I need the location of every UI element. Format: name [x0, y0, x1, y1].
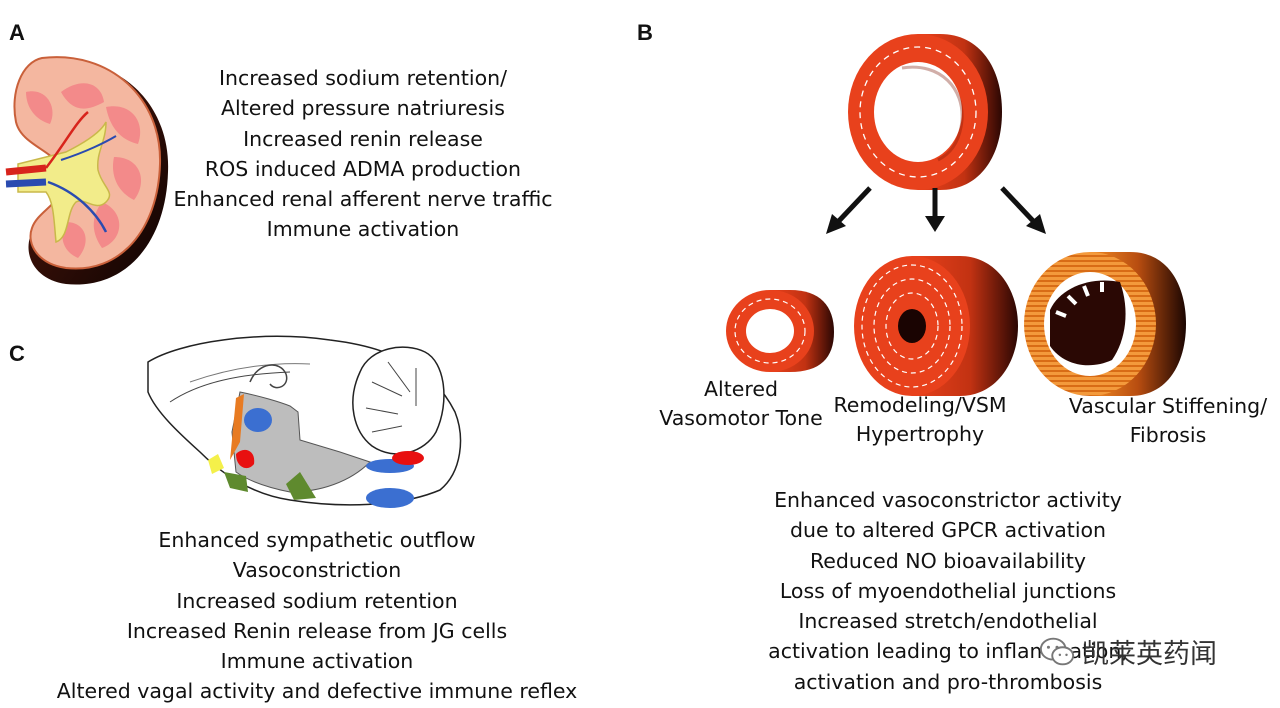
- panel-c-line: Altered vagal activity and defective imm…: [56, 679, 578, 704]
- panel-c-text: Enhanced sympathetic outflow Vasoconstri…: [55, 525, 579, 707]
- watermark: 凯莱英药闻: [1038, 632, 1217, 671]
- panel-b-line: activation and pro-thrombosis: [793, 669, 1103, 694]
- vessel-diagram: [726, 34, 1186, 396]
- panel-c-line: Enhanced sympathetic outflow: [158, 528, 476, 552]
- panel-b-text: Enhanced vasoconstrictor activity due to…: [750, 485, 1146, 697]
- panel-b-line: due to altered GPCR activation: [789, 518, 1107, 543]
- brain-illustration: [147, 335, 462, 508]
- panel-a-text: Increased sodium retention/ Altered pres…: [170, 63, 556, 245]
- panel-c-line: Vasoconstriction: [232, 558, 402, 583]
- panel-b-line: Reduced NO bioavailability: [809, 548, 1087, 573]
- normal-vessel: [848, 34, 1002, 190]
- arrow-center: [925, 188, 945, 232]
- panel-a-line: Increased sodium retention/: [218, 66, 508, 90]
- panel-b-line: Loss of myoendothelial junctions: [779, 578, 1117, 603]
- arrow-left: [826, 186, 872, 234]
- watermark-text: 凯莱英药闻: [1082, 639, 1217, 670]
- panel-b-line: Increased stretch/endothelial: [798, 609, 1098, 634]
- panel-b-line: Enhanced vasoconstrictor activity: [774, 488, 1122, 512]
- panel-c-line: Immune activation: [220, 649, 414, 674]
- panel-c-line: Increased Renin release from JG cells: [126, 618, 508, 643]
- wechat-icon: [1039, 637, 1075, 665]
- vasomotor-vessel: [726, 290, 834, 372]
- panel-a-line: Altered pressure natriuresis: [221, 96, 505, 121]
- label-stiffening: Vascular Stiffening/ Fibrosis: [1068, 394, 1268, 447]
- panel-c-letter: C: [9, 341, 25, 366]
- panel-a-line: Immune activation: [266, 217, 460, 242]
- fibrosis-vessel: [1024, 252, 1186, 396]
- panel-a-line: ROS induced ADMA production: [204, 156, 522, 181]
- panel-b-letter: B: [637, 20, 653, 45]
- panel-a-line: Enhanced renal afferent nerve traffic: [173, 187, 553, 212]
- panel-c-line: Increased sodium retention: [176, 588, 458, 613]
- arrow-right: [1000, 186, 1046, 234]
- label-vasomotor: Altered Vasomotor Tone: [659, 377, 823, 430]
- panel-a-line: Increased renin release: [243, 126, 483, 151]
- kidney-illustration: [5, 56, 169, 285]
- panel-a-letter: A: [9, 20, 25, 45]
- hypertrophy-vessel: [854, 256, 1018, 396]
- label-remodeling: Remodeling/VSM Hypertrophy: [833, 393, 1007, 446]
